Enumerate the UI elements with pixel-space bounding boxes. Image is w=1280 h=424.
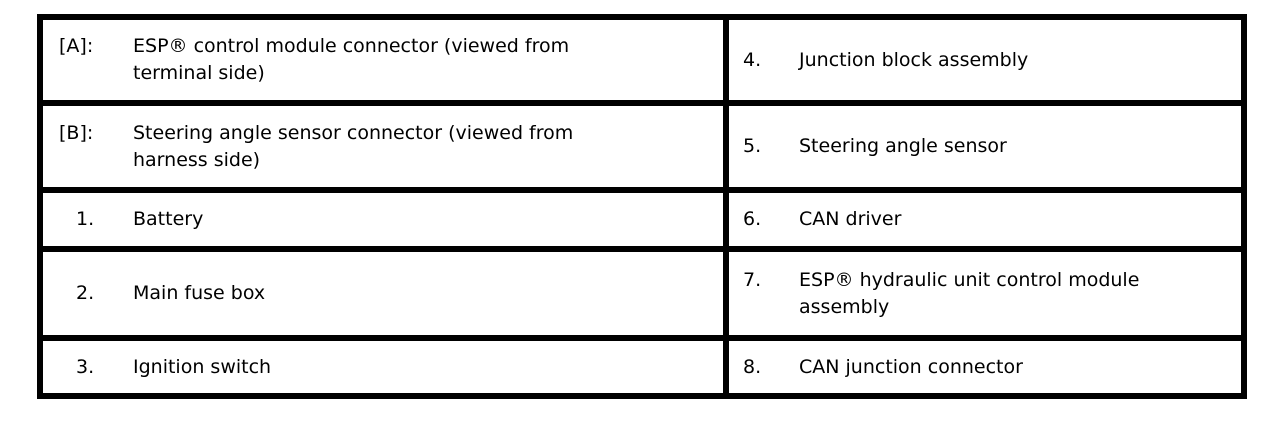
item-label: 8. [743, 355, 762, 378]
item-text: Battery [133, 208, 204, 230]
item-text: Ignition switch [133, 355, 272, 378]
item-text: Steering angle sensor [799, 135, 1007, 157]
legend-cell-5: 5. Steering angle sensor [723, 100, 1247, 193]
item-label: 7. [743, 268, 762, 291]
item-text: CAN driver [799, 208, 902, 230]
legend-cell-8: 8. CAN junction connector [723, 335, 1247, 399]
legend-cell-a: [A]: ESP® control module connector (view… [37, 14, 729, 106]
item-label: [B]: [59, 121, 94, 144]
item-text: ESP® control module connector (viewed fr… [133, 35, 570, 84]
legend-row: 2. Main fuse box 7. ESP® hydraulic unit … [37, 246, 1247, 341]
legend-cell-4: 4. Junction block assembly [723, 14, 1247, 106]
item-label: [A]: [59, 35, 94, 57]
item-text: Junction block assembly [799, 48, 1029, 71]
legend-cell-b: [B]: Steering angle sensor connector (vi… [37, 100, 729, 193]
item-label: 3. [76, 355, 95, 378]
item-text: CAN junction connector [799, 355, 1023, 378]
legend-row: [A]: ESP® control module connector (view… [37, 14, 1247, 106]
legend-row: 1. Battery 6. CAN driver [37, 187, 1247, 252]
legend-cell-7: 7. ESP® hydraulic unit control module as… [723, 246, 1247, 341]
item-label: 1. [76, 208, 95, 230]
legend-row: 3. Ignition switch 8. CAN junction conne… [37, 335, 1247, 399]
item-label: 4. [743, 48, 762, 71]
item-text: Steering angle sensor connector (viewed … [133, 121, 574, 171]
legend-row: [B]: Steering angle sensor connector (vi… [37, 100, 1247, 193]
legend-cell-1: 1. Battery [37, 187, 729, 252]
legend-cell-6: 6. CAN driver [723, 187, 1247, 252]
item-text: ESP® hydraulic unit control module assem… [799, 268, 1140, 318]
legend-cell-3: 3. Ignition switch [37, 335, 729, 399]
legend-cell-2: 2. Main fuse box [37, 246, 729, 341]
item-label: 2. [76, 282, 95, 304]
item-label: 6. [743, 208, 762, 230]
legend-table: [A]: ESP® control module connector (view… [37, 14, 1247, 399]
item-text: Main fuse box [133, 282, 266, 304]
item-label: 5. [743, 135, 762, 157]
